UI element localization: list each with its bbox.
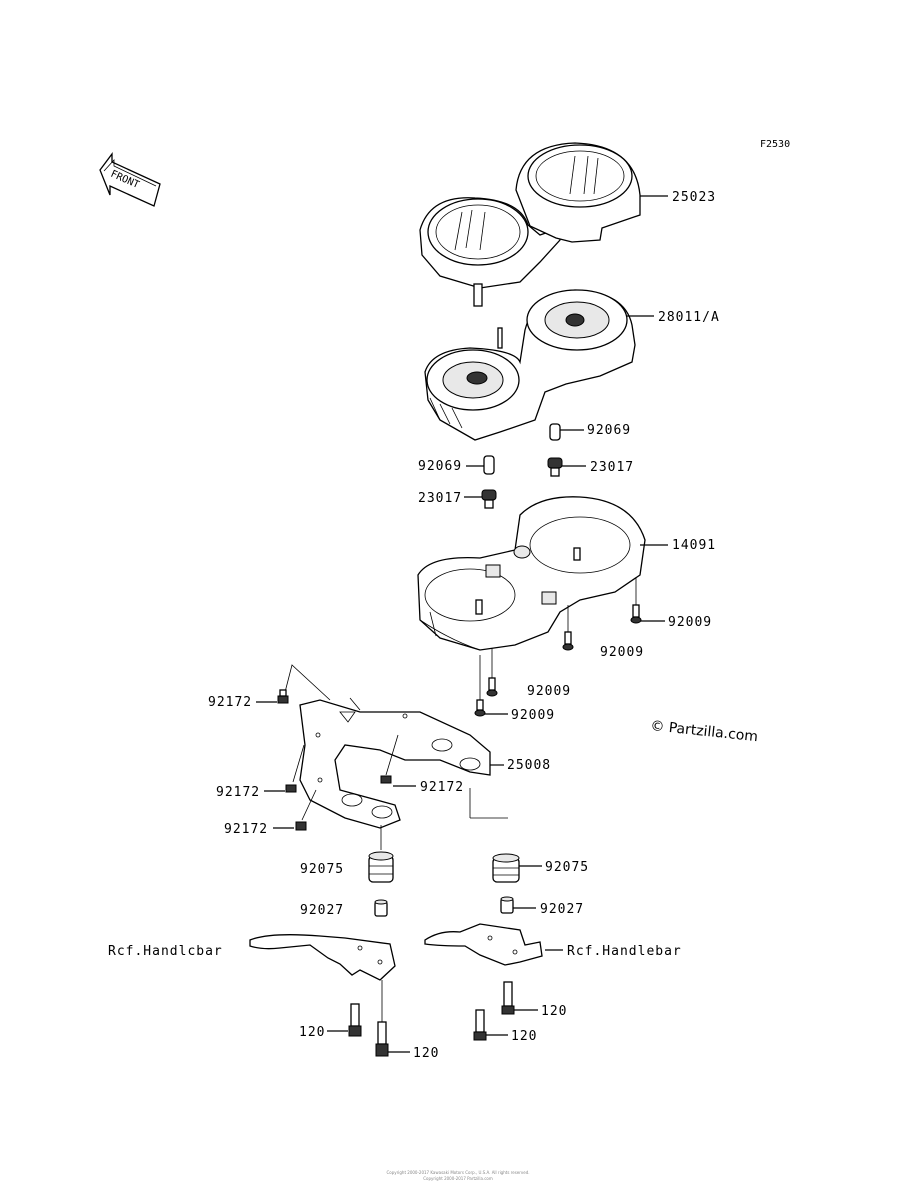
label-120-d: 120	[413, 1046, 439, 1061]
label-ref-handlebar-right: Rcf.Handlebar	[567, 944, 682, 959]
damper-92075-right	[492, 853, 520, 883]
label-25023: 25023	[672, 190, 716, 205]
front-arrow-icon: FRONT	[99, 152, 161, 207]
label-92069-right: 92069	[587, 423, 631, 438]
label-14091: 14091	[672, 538, 716, 553]
label-92075-left: 92075	[300, 862, 344, 877]
bolt-120-d	[375, 980, 389, 1057]
screw-92009-b	[562, 605, 574, 651]
figure-id: F2530	[760, 139, 790, 150]
socket-23017-left	[481, 489, 497, 509]
label-120-b: 120	[299, 1025, 325, 1040]
meter-cover-part	[419, 142, 641, 307]
collar-92027-left	[374, 899, 388, 917]
meter-assembly-part	[424, 289, 636, 441]
screw-92172-a	[277, 689, 289, 704]
bulb-92069-right	[549, 423, 561, 441]
label-92069-left: 92069	[418, 459, 462, 474]
label-92027-right: 92027	[540, 902, 584, 917]
collar-92027-right	[500, 896, 514, 914]
bolt-120-b	[348, 1003, 362, 1037]
label-92172-b: 92172	[420, 780, 464, 795]
screw-92172-c	[285, 744, 305, 793]
bolt-120-c	[473, 1009, 487, 1041]
bulb-92069-left	[483, 455, 495, 475]
screw-92172-b	[380, 734, 399, 784]
watermark: © Partzilla.com	[650, 718, 759, 745]
bolt-120-a	[501, 981, 515, 1015]
meter-case-part	[417, 496, 646, 651]
label-92027-left: 92027	[300, 903, 344, 918]
bracket-25008-part	[299, 699, 491, 829]
label-120-c: 120	[511, 1029, 537, 1044]
screw-92009-c	[486, 648, 498, 697]
screw-92009-d	[474, 655, 486, 717]
screw-92009-a	[630, 578, 642, 624]
handlebar-clamp-left	[249, 934, 396, 981]
footer-line-1: Copyright 2000-2017 Kawasaki Motors Corp…	[386, 1170, 529, 1175]
handlebar-clamp-right	[424, 923, 543, 966]
label-92009-c: 92009	[527, 684, 571, 699]
label-28011a: 28011/A	[658, 310, 720, 325]
footer-line-2: Copyright 2000-2017 Partzilla.com	[423, 1176, 493, 1181]
label-92172-c: 92172	[216, 785, 260, 800]
screw-92172-d	[295, 789, 317, 831]
socket-23017-right	[547, 457, 563, 477]
label-92009-a: 92009	[668, 615, 712, 630]
label-23017-left: 23017	[418, 491, 462, 506]
damper-92075-left	[368, 825, 394, 883]
label-25008: 25008	[507, 758, 551, 773]
label-92172-d: 92172	[224, 822, 268, 837]
label-92075-right: 92075	[545, 860, 589, 875]
label-92009-b: 92009	[600, 645, 644, 660]
label-92009-d: 92009	[511, 708, 555, 723]
label-23017-right: 23017	[590, 460, 634, 475]
label-ref-handlebar-left: Rcf.Handlcbar	[108, 944, 223, 959]
label-120-a: 120	[541, 1004, 567, 1019]
label-92172-a: 92172	[208, 695, 252, 710]
